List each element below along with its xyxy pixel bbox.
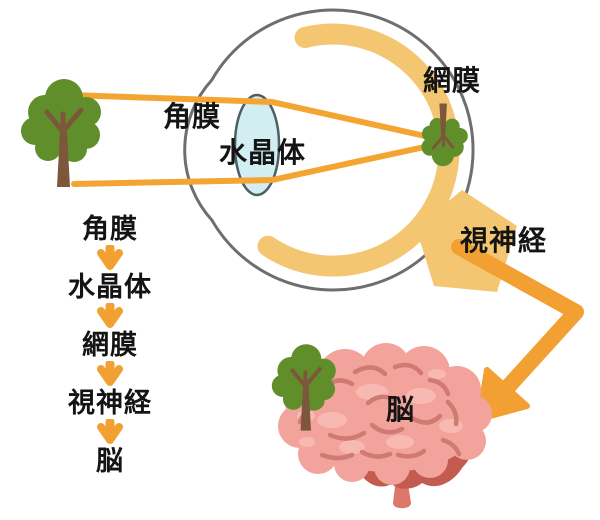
- flow-down-arrow-icon: [97, 418, 123, 446]
- arrow-head: [476, 367, 530, 422]
- lens-shape: [233, 93, 281, 197]
- retina-label: 網膜: [423, 65, 482, 96]
- flow-down-arrow-icon: [97, 302, 123, 330]
- arrow-shaft: [451, 239, 584, 396]
- cornea-label: 角膜: [163, 101, 222, 132]
- flow-step-brain: 脳: [96, 446, 124, 476]
- light-rays: [67, 92, 446, 187]
- optic-nerve-to-brain-arrow: [451, 239, 584, 422]
- flow-step-retina: 網膜: [82, 330, 138, 360]
- lens-label: 水晶体: [219, 137, 307, 168]
- retina-band: [257, 23, 460, 277]
- flow-step-cornea: 角膜: [82, 214, 138, 244]
- brain-label: 脳: [386, 394, 416, 425]
- vision-pathway-flowchart: 角膜 水晶体 網膜 視神経 脳: [36, 214, 184, 476]
- flow-step-optic-nerve: 視神経: [68, 388, 152, 418]
- optic-nerve-label: 視神経: [460, 225, 548, 256]
- flow-down-arrow-icon: [97, 244, 123, 272]
- flow-step-lens: 水晶体: [68, 272, 152, 302]
- brain-highlight-patches: [297, 369, 463, 454]
- flow-down-arrow-icon: [97, 360, 123, 388]
